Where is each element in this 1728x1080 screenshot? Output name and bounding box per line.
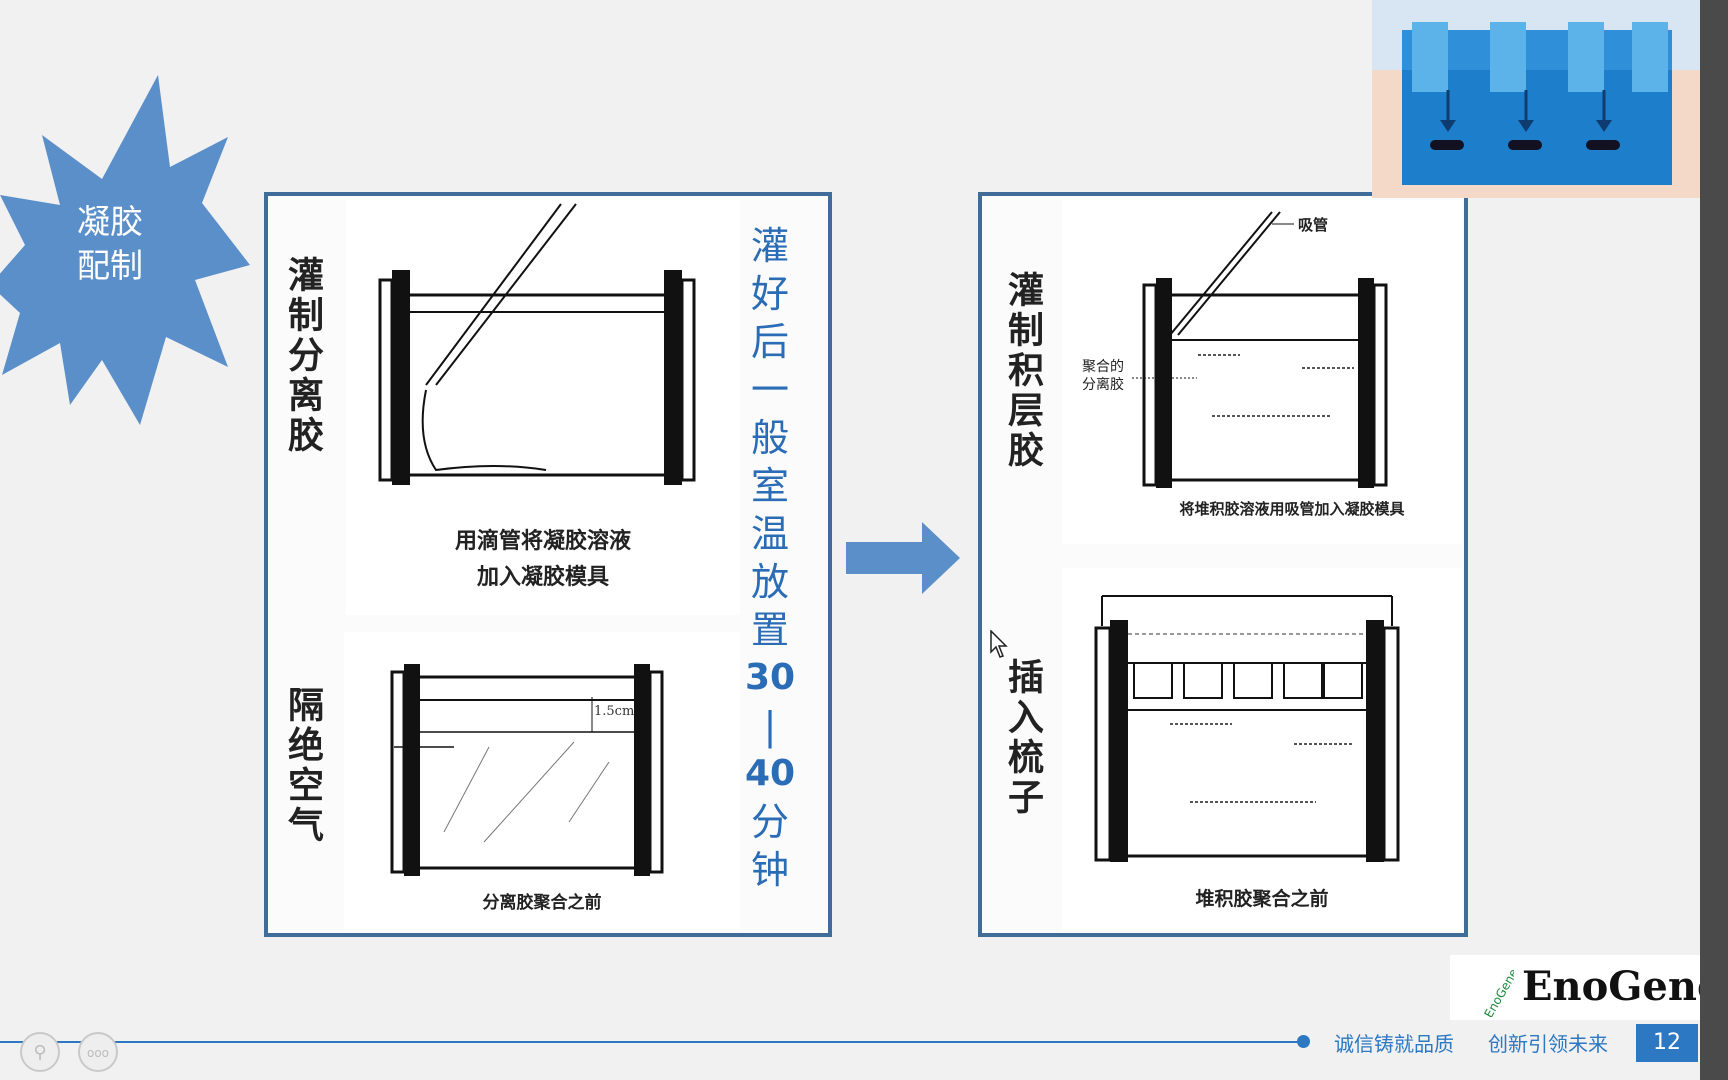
footer-slogan-quality: 诚信铸就品质 xyxy=(1334,1032,1454,1056)
polymer-label: 聚合的 分离胶 xyxy=(1082,358,1124,394)
caption-stacking-gel-before: 堆积胶聚合之前 xyxy=(1195,888,1329,910)
starburst-shape xyxy=(0,75,250,425)
logo-text: EnoGene xyxy=(1522,963,1723,1010)
footer-dot xyxy=(1297,1035,1310,1048)
diagram-pour-gel: 用滴管将凝胶溶液 加入凝胶模具 xyxy=(346,200,740,615)
note-char: 分 xyxy=(750,800,789,844)
pipette-label: 吸管 xyxy=(1298,216,1329,234)
note-char: 室 xyxy=(750,464,789,508)
magnifier-icon[interactable]: ⚲ xyxy=(20,1032,60,1072)
incubation-note: 灌 好 后 一 般 室 温 放 置 30 | 40 分 钟 xyxy=(740,222,800,894)
gel-wells-thumbnail xyxy=(1372,0,1700,198)
note-char: 置 xyxy=(750,608,789,652)
stacking-gel-illustration xyxy=(1132,211,1388,488)
right-panel: 灌制积层胶 插入梳子 吸管 聚合的 分离胶 xyxy=(978,192,1468,937)
more-icon[interactable]: ooo xyxy=(78,1032,118,1072)
note-minutes-high: 40 xyxy=(744,753,796,794)
measure-label: 1.5cm xyxy=(594,704,635,719)
side-title-pour-stacking-gel: 灌制积层胶 xyxy=(1002,271,1043,471)
note-char: 钟 xyxy=(750,848,789,892)
logo-mark-icon: EnoGene xyxy=(1482,966,1514,1017)
diagram-add-stacking-gel: 吸管 聚合的 分离胶 将堆积胶溶液用吸管加入凝胶模具 xyxy=(1062,200,1462,544)
note-char: 灌 xyxy=(750,224,789,268)
note-dash: | xyxy=(763,704,777,748)
diagram-before-polymerization: 1.5cm 分离胶聚合之前 xyxy=(344,632,740,932)
note-char: 好 xyxy=(750,272,789,316)
mouse-cursor-icon xyxy=(990,630,1008,658)
comb-illustration xyxy=(1094,595,1400,862)
note-char: 后 xyxy=(750,320,789,364)
left-panel: 灌制分离胶 隔绝空气 用滴管将凝胶溶液 加入凝胶模具 xyxy=(264,192,832,937)
polymer-label-line1: 聚合的 xyxy=(1082,359,1124,375)
gel-mold-pipette-illustration xyxy=(378,203,696,485)
caption-pour-gel-line1: 用滴管将凝胶溶液 xyxy=(454,529,631,554)
gel-mold-illustration xyxy=(390,664,664,876)
note-minutes-low: 30 xyxy=(744,657,796,698)
section-title-line2: 配制 xyxy=(77,246,143,285)
svg-text:EnoGene: EnoGene xyxy=(1482,966,1514,1017)
section-title-line1: 凝胶 xyxy=(77,202,143,241)
page-number: 12 xyxy=(1636,1024,1698,1062)
note-char: 一 xyxy=(750,368,789,412)
polymer-label-line2: 分离胶 xyxy=(1082,377,1124,393)
note-char: 放 xyxy=(750,560,789,604)
side-title-pour-separating-gel: 灌制分离胶 xyxy=(282,256,323,456)
side-title-insert-comb: 插入梳子 xyxy=(1002,658,1043,818)
window-edge xyxy=(1700,0,1728,1080)
right-arrow-icon xyxy=(846,522,960,594)
caption-pour-gel-line2: 加入凝胶模具 xyxy=(476,565,609,590)
caption-pour-gel: 用滴管将凝胶溶液 加入凝胶模具 xyxy=(346,524,740,596)
note-char: 温 xyxy=(750,512,789,556)
enogene-logo: EnoGene EnoGene xyxy=(1450,955,1722,1020)
caption-separating-gel-before: 分离胶聚合之前 xyxy=(482,893,602,913)
diagram-insert-comb: 堆积胶聚合之前 xyxy=(1062,568,1462,930)
caption-add-stacking-gel: 将堆积胶溶液用吸管加入凝胶模具 xyxy=(1179,500,1405,518)
note-char: 般 xyxy=(750,416,789,460)
footer-line xyxy=(0,1041,1305,1043)
footer-slogan-innovation: 创新引领未来 xyxy=(1488,1032,1608,1056)
section-title: 凝胶 配制 xyxy=(55,200,165,288)
side-title-isolate-air: 隔绝空气 xyxy=(282,686,323,846)
